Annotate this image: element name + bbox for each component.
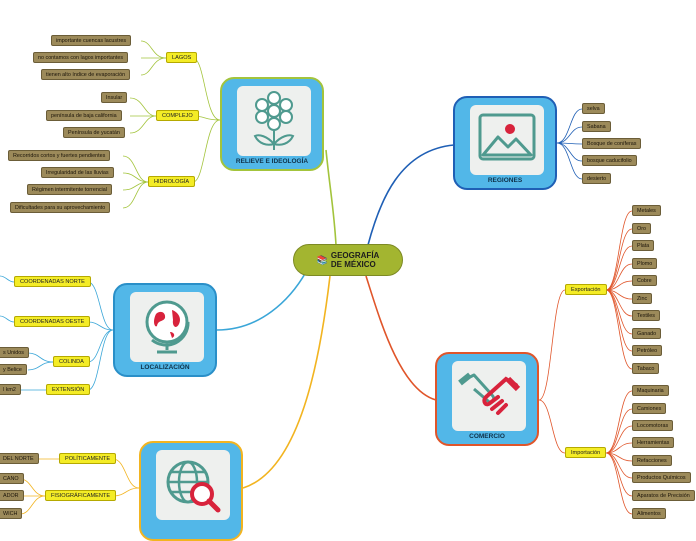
leaf-regiones-4[interactable]: bosque caducifolio (582, 155, 637, 166)
leaf-importacion-8[interactable]: Alimentos (632, 508, 666, 519)
leaf-hidrologia-2[interactable]: Irregularidad de las lluvias (41, 167, 114, 178)
leaf-colinda-2[interactable]: y Belice (0, 364, 27, 375)
topic-comercio[interactable]: COMERCIO (435, 352, 539, 446)
leaf-importacion-3[interactable]: Locomotoras (632, 420, 674, 431)
leaf-lagos-3[interactable]: tienen alto índice de evaporación (41, 69, 131, 80)
leaf-regiones-2[interactable]: Sabana (582, 121, 611, 132)
leaf-exportacion-8[interactable]: Ganado (632, 328, 662, 339)
topic-division[interactable] (139, 441, 243, 541)
connector-lines (0, 40, 633, 515)
subtopic-exportacion[interactable]: Exportación (565, 284, 607, 295)
central-title-line1: GEOGRAFÍA (330, 251, 380, 260)
leaf-fisiograficamente-1[interactable]: CANO (0, 473, 24, 484)
subtopic-coordenadas-oeste[interactable]: COORDENADAS OESTE (14, 316, 91, 327)
subtopic-politicamente[interactable]: POLÍTICAMENTE (59, 453, 117, 464)
leaf-hidrologia-1[interactable]: Recorridos cortos y fuertes pendientes (8, 150, 111, 161)
globe-search-icon (156, 450, 230, 520)
topic-relieve[interactable]: RELIEVE E IDEOLOGÍA (220, 77, 324, 171)
leaf-exportacion-2[interactable]: Oro (632, 223, 651, 234)
leaf-fisiograficamente-3[interactable]: WICH (0, 508, 23, 519)
topic-localizacion-title: LOCALIZACIÓN (140, 364, 190, 371)
leaf-complejo-3[interactable]: Península de yucatán (63, 127, 125, 138)
subtopic-coordenadas-norte[interactable]: COORDENADAS NORTE (14, 276, 91, 287)
leaf-extension-1[interactable]: l km2 (0, 384, 21, 395)
leaf-regiones-5[interactable]: desierto (582, 173, 612, 184)
topic-relieve-title: RELIEVE E IDEOLOGÍA (235, 158, 309, 165)
subtopic-importacion[interactable]: Importación (565, 447, 607, 458)
topic-comercio-title: COMERCIO (469, 433, 505, 440)
leaf-exportacion-10[interactable]: Tabaco (632, 363, 660, 374)
leaf-lagos-2[interactable]: no contamos con lagos importantes (33, 52, 129, 63)
leaf-regiones-1[interactable]: selva (582, 103, 605, 114)
leaf-importacion-5[interactable]: Refacciones (632, 455, 672, 466)
leaf-lagos-1[interactable]: importante cuencas lacustres (51, 35, 132, 46)
leaf-politicamente-1[interactable]: DEL NORTE (0, 453, 39, 464)
handshake-icon (452, 361, 526, 431)
leaf-colinda-1[interactable]: s Unidos (0, 347, 29, 358)
landscape-image-icon (470, 105, 544, 175)
subtopic-lagos[interactable]: LAGOS (166, 52, 198, 63)
leaf-fisiograficamente-2[interactable]: ADOR (0, 490, 24, 501)
topic-regiones-title: REGIONES (487, 177, 523, 184)
subtopic-hidrologia[interactable]: HIDROLOGÍA (148, 176, 196, 187)
subtopic-colinda[interactable]: COLINDA (53, 356, 90, 367)
leaf-importacion-7[interactable]: Aparatos de Precisión (632, 490, 695, 501)
leaf-exportacion-1[interactable]: Metales (632, 205, 661, 216)
leaf-hidrologia-3[interactable]: Régimen intermitente torrencial (27, 184, 112, 195)
leaf-importacion-4[interactable]: Herramientas (632, 437, 675, 448)
flower-icon (237, 86, 311, 156)
leaf-regiones-3[interactable]: Bosque de coníferas (582, 138, 642, 149)
leaf-exportacion-3[interactable]: Plata (632, 240, 655, 251)
subtopic-fisiograficamente[interactable]: FISIOGRÁFICAMENTE (45, 490, 117, 501)
leaf-importacion-1[interactable]: Maquinaria (632, 385, 669, 396)
leaf-exportacion-6[interactable]: Zinc (632, 293, 653, 304)
globe-icon (130, 292, 204, 362)
leaf-importacion-6[interactable]: Productos Químicos (632, 472, 691, 483)
leaf-complejo-2[interactable]: península de baja california (46, 110, 122, 121)
leaf-complejo-1[interactable]: Insular (101, 92, 128, 103)
book-icon: 📚 (316, 254, 328, 265)
topic-localizacion[interactable]: LOCALIZACIÓN (113, 283, 217, 377)
leaf-exportacion-7[interactable]: Textiles (632, 310, 660, 321)
leaf-hidrologia-4[interactable]: Dificultades para su aprovechamiento (10, 202, 111, 213)
leaf-exportacion-4[interactable]: Plomo (632, 258, 658, 269)
leaf-importacion-2[interactable]: Camiones (632, 403, 667, 414)
subtopic-extension[interactable]: EXTENSIÓN (46, 384, 91, 395)
subtopic-complejo[interactable]: COMPLEJO (156, 110, 199, 121)
topic-regiones[interactable]: REGIONES (453, 96, 557, 190)
central-title-line2: DE MÉXICO (330, 260, 376, 269)
leaf-exportacion-5[interactable]: Cobre (632, 275, 657, 286)
leaf-exportacion-9[interactable]: Petróleo (632, 345, 663, 356)
